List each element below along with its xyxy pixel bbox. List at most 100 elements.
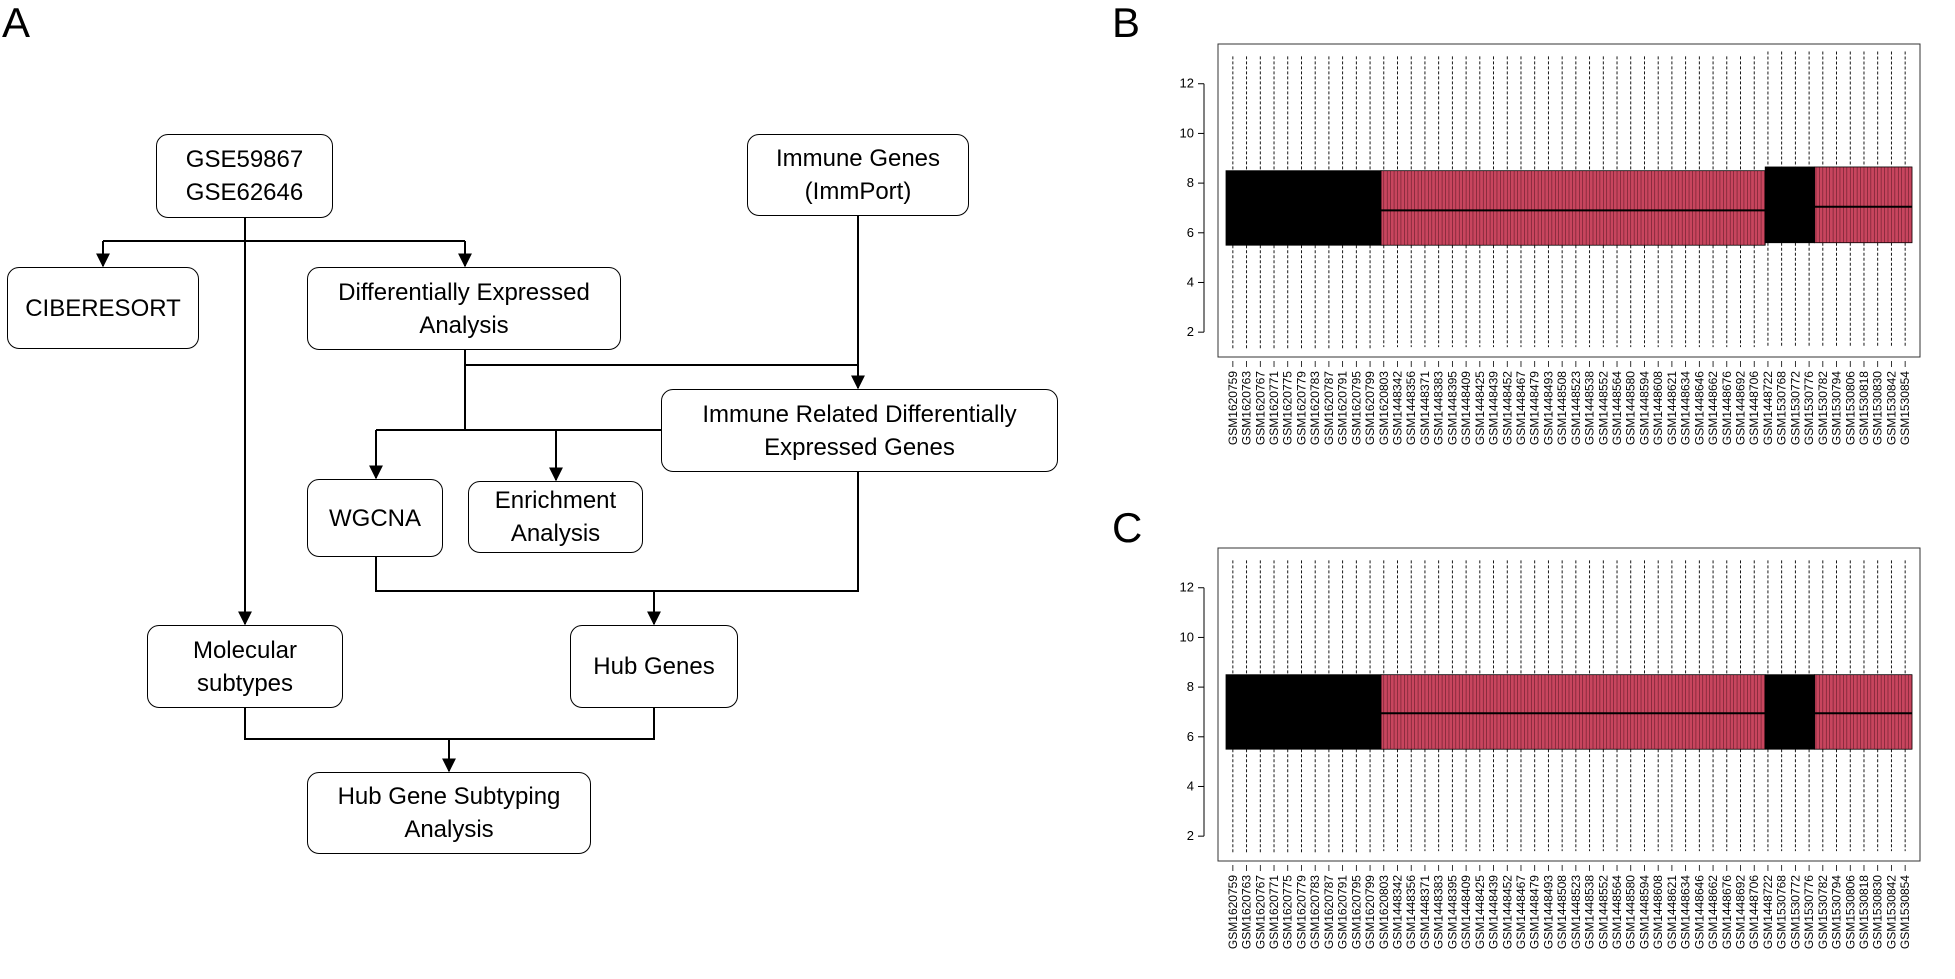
gse-datasets-box: GSE59867 GSE62646 [156,134,333,218]
y-tick-label: 2 [1187,828,1194,843]
x-tick-label: GSM1530782 [1816,371,1830,445]
x-tick-label: GSM1448383 [1432,875,1446,949]
x-tick-label: GSM1448371 [1418,875,1432,949]
x-tick-label: GSM1530768 [1775,371,1789,445]
molecular-line-2: subtypes [196,669,294,697]
x-tick-label: GSM1620771 [1267,371,1281,445]
box-group [1764,166,1815,244]
x-tick-label: GSM1530782 [1816,875,1830,949]
x-tick-label: GSM1448538 [1583,875,1597,949]
x-tick-label: GSM1448493 [1541,875,1555,949]
panel-label-b: B [1112,0,1141,46]
x-tick-label: GSM1448564 [1610,875,1624,949]
x-tick-label: GSM1448692 [1734,875,1748,949]
y-tick-label: 6 [1187,729,1194,744]
x-tick-label: GSM1448467 [1514,875,1528,949]
x-tick-label: GSM1620803 [1377,875,1391,949]
x-tick-label: GSM1620767 [1253,875,1267,949]
x-tick-label: GSM1448608 [1651,371,1665,445]
x-tick-label: GSM1530772 [1788,875,1802,949]
x-tick-label: GSM1620799 [1363,371,1377,445]
x-tick-label: GSM1448383 [1432,371,1446,445]
x-tick-label: GSM1530842 [1884,875,1898,949]
wgcna-box: WGCNA [307,479,443,557]
dea-line-2: Analysis [419,311,509,339]
x-tick-label: GSM1620799 [1363,875,1377,949]
irdeg-line-2: Expressed Genes [764,433,955,461]
x-tick-label: GSM1620767 [1253,371,1267,445]
x-tick-label: GSM1448552 [1596,371,1610,445]
x-tick-label: GSM1530768 [1775,875,1789,949]
x-tick-label: GSM1448508 [1555,875,1569,949]
x-tick-label: GSM1620803 [1377,371,1391,445]
immune-genes-box: Immune Genes (ImmPort) [747,134,969,216]
x-tick-label: GSM1448425 [1473,875,1487,949]
subtyping-line-2: Analysis [404,816,494,843]
x-tick-label: GSM1448676 [1720,371,1734,445]
x-tick-label: GSM1448479 [1528,371,1542,445]
x-tick-label: GSM1448467 [1514,371,1528,445]
connector-wgcna-hub [375,472,859,592]
x-tick-label: GSM1448552 [1596,875,1610,949]
enrichment-line-2: Analysis [510,520,601,547]
enrichment-box: Enrichment Analysis [468,481,643,553]
x-tick-label: GSM1620771 [1267,875,1281,949]
panel-label-c: C [1112,504,1143,551]
x-tick-label: GSM1448508 [1555,371,1569,445]
x-tick-label: GSM1448439 [1487,875,1501,949]
x-tick-label: GSM1530830 [1871,371,1885,445]
x-tick-label: GSM1620787 [1322,875,1336,949]
flowchart-connectors [96,216,865,773]
x-tick-label: GSM1448722 [1761,875,1775,949]
hub-genes-label: Hub Genes [593,653,715,680]
x-tick-label: GSM1620763 [1240,875,1254,949]
x-tick-label: GSM1448722 [1761,371,1775,445]
x-tick-label: GSM1448409 [1459,371,1473,445]
x-tick-label: GSM1448479 [1528,875,1542,949]
x-tick-label: GSM1448662 [1706,371,1720,445]
x-tick-label: GSM1448580 [1624,371,1638,445]
x-tick-label: GSM1448692 [1734,371,1748,445]
connector-to-subtyping [244,708,655,740]
x-tick-label: GSM1530776 [1802,371,1816,445]
y-tick-label: 8 [1187,175,1194,190]
gse-line-2: GSE62646 [185,179,304,206]
x-tick-label: GSM1448580 [1624,875,1638,949]
x-tick-label: GSM1530818 [1857,875,1871,949]
x-tick-label: GSM1448621 [1665,371,1679,445]
enrichment-line-1: Enrichment [494,487,617,514]
x-tick-label: GSM1448523 [1569,875,1583,949]
y-tick-label: 8 [1187,679,1194,694]
wgcna-label: WGCNA [329,504,421,532]
cibersort-box: CIBERESORT [7,267,199,349]
y-tick-label: 2 [1187,324,1194,339]
x-tick-label: GSM1448452 [1500,371,1514,445]
molecular-subtypes-box: Molecular subtypes [147,625,343,708]
plot-frame [1217,547,1921,862]
box-group [1764,674,1815,750]
connector-gse-split [103,218,465,242]
x-tick-label: GSM1620775 [1281,875,1295,949]
x-tick-label: GSM1448452 [1500,875,1514,949]
x-tick-label: GSM1448634 [1679,371,1693,445]
x-tick-label: GSM1530806 [1843,371,1857,445]
x-tick-label: GSM1448395 [1445,371,1459,445]
x-tick-label: GSM1448621 [1665,875,1679,949]
y-tick-label: 4 [1187,778,1194,793]
x-tick-label: GSM1448594 [1637,371,1651,445]
x-tick-label: GSM1448634 [1679,875,1693,949]
x-tick-label: GSM1530830 [1871,875,1885,949]
y-tick-label: 6 [1187,225,1194,240]
irdeg-line-1: Immune Related Differentially [702,400,1017,428]
x-tick-label: GSM1620783 [1308,371,1322,445]
connector-dea-merge [464,350,858,430]
gse-line-1: GSE59867 [185,146,304,173]
dea-box: Differentially Expressed Analysis [307,267,621,350]
x-tick-label: GSM1448395 [1445,875,1459,949]
box-group [1814,166,1913,244]
x-tick-label: GSM1620787 [1322,371,1336,445]
x-tick-label: GSM1448676 [1720,875,1734,949]
x-tick-label: GSM1448608 [1651,875,1665,949]
x-tick-label: GSM1620795 [1349,371,1363,445]
